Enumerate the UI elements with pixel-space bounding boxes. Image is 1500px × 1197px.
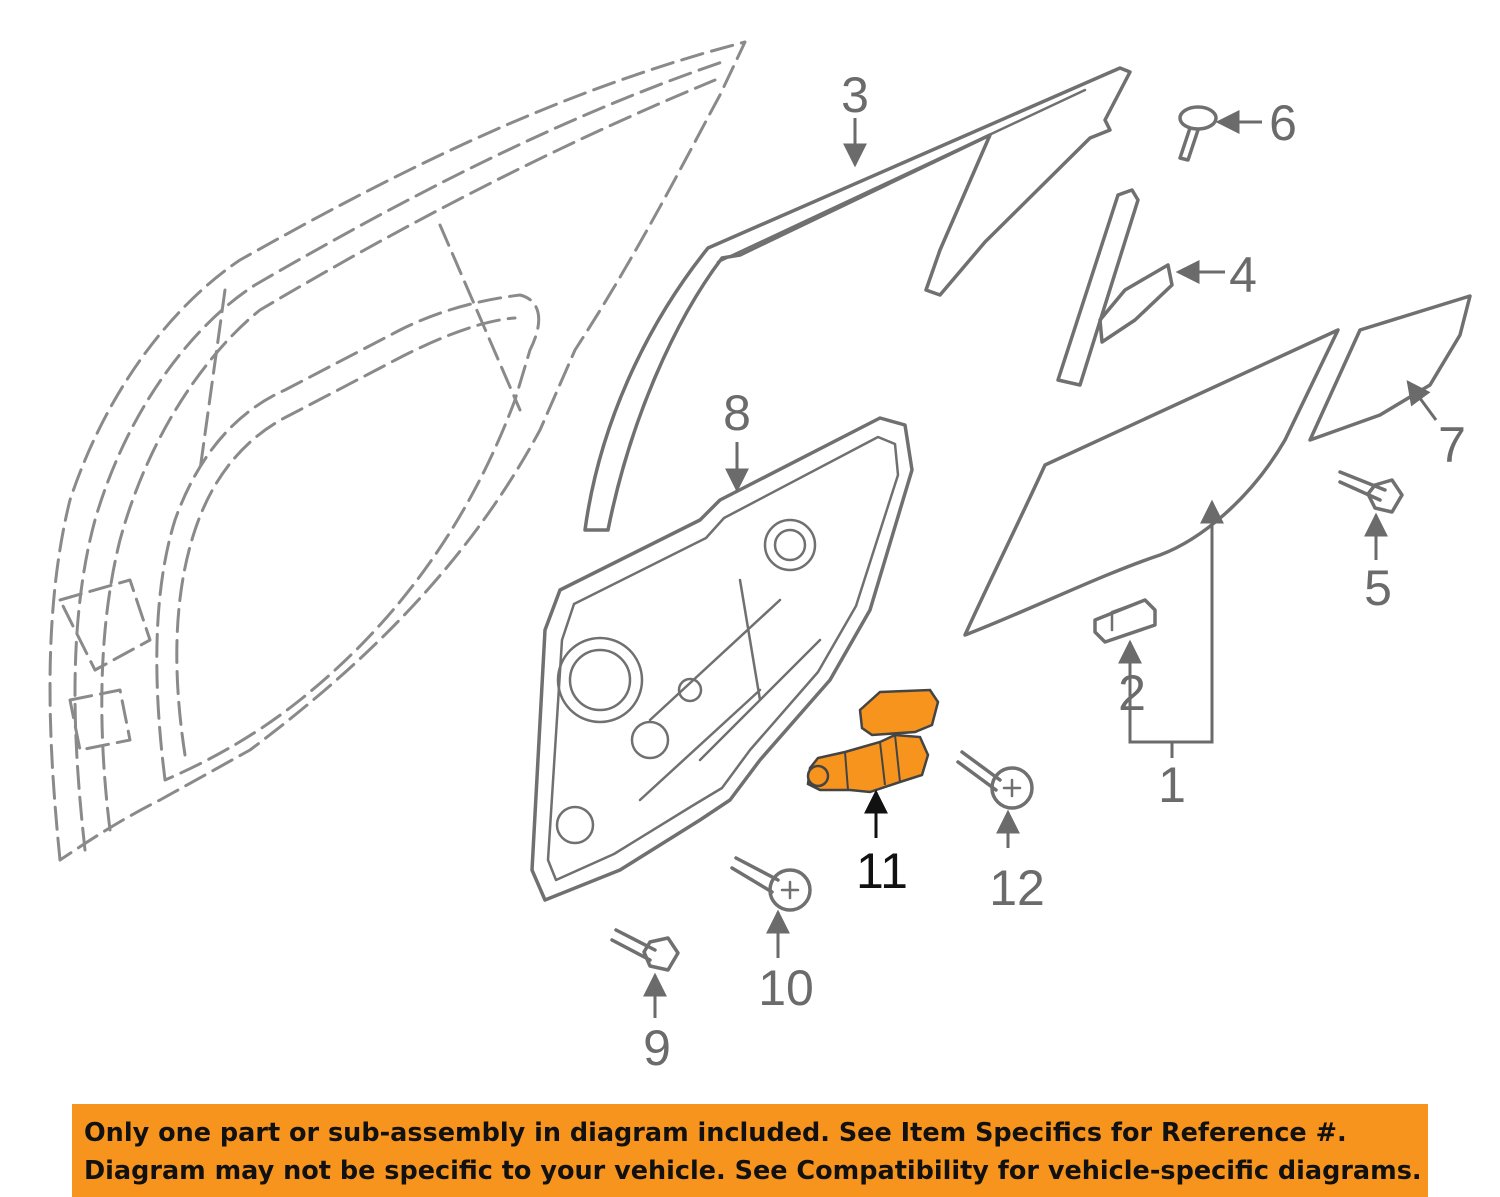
part-1-door-glass [963,328,1340,637]
part-10-bolt [730,856,812,912]
callout-9: 9 [643,1020,671,1076]
callout-12: 12 [989,860,1045,916]
callout-1: 1 [1158,757,1186,813]
part-11-window-motor [806,688,940,794]
callout-4: 4 [1229,247,1257,303]
door-shell-outline [48,40,747,862]
callout-labels: 3 6 4 7 5 8 2 1 11 12 10 9 [643,67,1466,1076]
part-9-bolt [610,928,680,972]
part-4-rear-channel [1056,188,1174,387]
part-6-pin [1178,105,1218,162]
leader-lines [643,110,1438,1018]
notice-banner: Only one part or sub-assembly in diagram… [72,1104,1428,1197]
callout-7: 7 [1438,417,1466,473]
callout-2: 2 [1118,665,1146,721]
part-8-window-regulator-panel [530,416,914,902]
part-7-quarter-glass [1308,294,1472,442]
callout-6: 6 [1269,95,1297,151]
part-3-run-channel [583,66,1132,532]
callout-11: 11 [856,843,908,899]
part-12-bolt [956,750,1034,810]
callout-8: 8 [723,385,751,441]
part-5-bolt [1338,470,1404,514]
part-2-glass-clip [1093,598,1157,644]
callout-5: 5 [1364,560,1392,616]
callout-3: 3 [841,67,869,123]
callout-10: 10 [758,960,814,1016]
notice-line-2: Diagram may not be specific to your vehi… [84,1156,1422,1186]
notice-line-1: Only one part or sub-assembly in diagram… [84,1118,1347,1148]
